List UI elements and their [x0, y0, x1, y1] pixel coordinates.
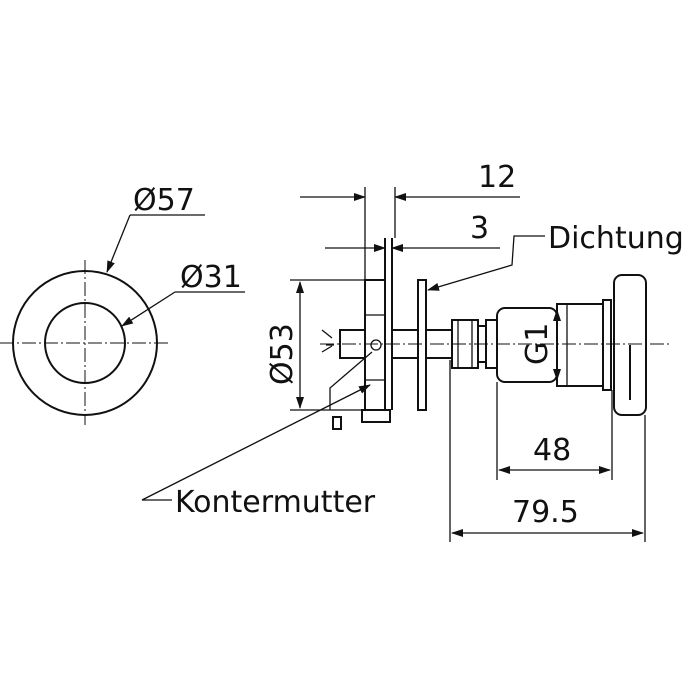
dim-d53: Ø53	[265, 323, 300, 385]
gasket	[417, 279, 427, 411]
nut-bottom	[361, 409, 391, 423]
bolt-hole	[370, 339, 382, 351]
small-nut	[332, 416, 342, 430]
label-d31: Ø31	[180, 260, 242, 295]
front-view: Ø57 Ø31	[0, 183, 245, 425]
thread-section	[556, 303, 608, 387]
dim-12: 12	[478, 160, 516, 195]
side-view: G1 12 3 Dichtung Ø53 48 79.5 Kontermutte…	[141, 160, 684, 542]
thread-shoulder	[602, 299, 612, 391]
dim-79-5: 79.5	[512, 495, 579, 530]
label-kontermutter: Kontermutter	[175, 485, 376, 520]
mounting-plate	[364, 279, 386, 411]
dim-48: 48	[533, 433, 571, 468]
cable-strands	[321, 329, 334, 353]
label-g1: G1	[520, 323, 555, 365]
leader-d57	[106, 214, 131, 273]
leader-d31	[121, 291, 176, 327]
label-d57: Ø57	[133, 183, 195, 218]
leader-dichtung	[427, 235, 545, 291]
leader-kontermutter	[141, 384, 371, 501]
leader-kontermutter-secondary	[329, 351, 373, 410]
label-dichtung: Dichtung	[548, 221, 684, 256]
dim-3: 3	[470, 211, 489, 246]
